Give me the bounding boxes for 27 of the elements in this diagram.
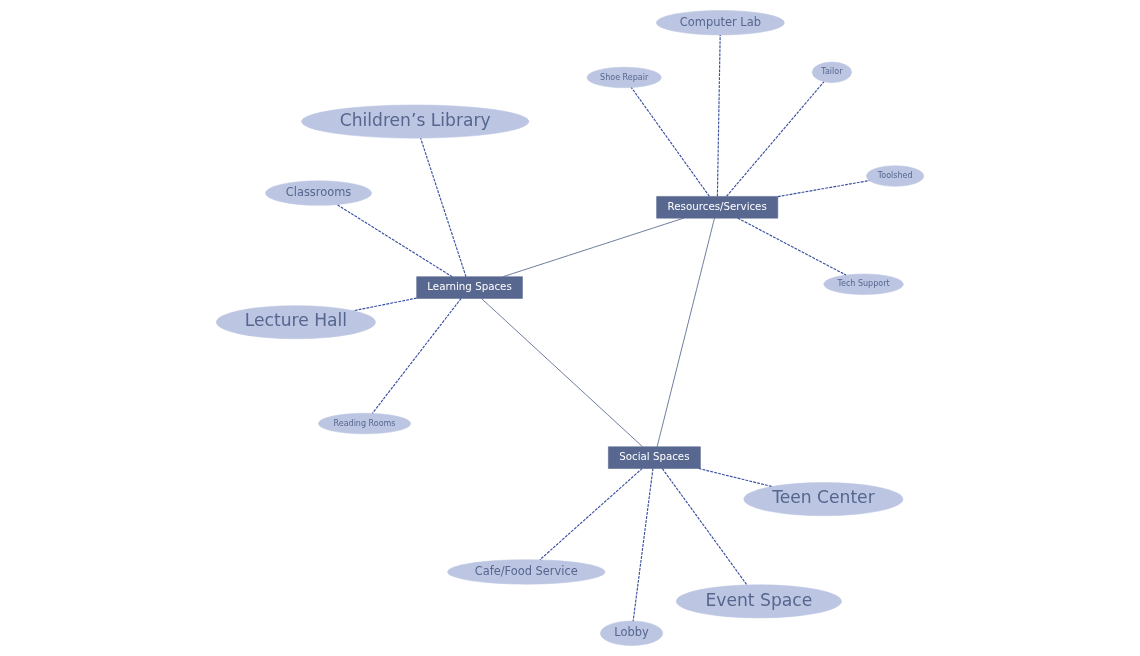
node-ellipse: Computer Lab (656, 10, 785, 36)
node-ellipse: Teen Center (743, 482, 904, 516)
connector (352, 297, 418, 312)
connector (716, 34, 721, 197)
node-ellipse: Lecture Hall (216, 305, 376, 340)
connector (632, 468, 654, 622)
node-ellipse: Event Space (676, 584, 842, 619)
node-ellipse: Classrooms (265, 180, 372, 206)
node-ellipse: Lobby (600, 620, 663, 646)
connector (737, 217, 847, 276)
connector (630, 87, 710, 197)
connector (726, 81, 825, 197)
connector (480, 298, 643, 448)
node-box: Social Spaces (608, 446, 701, 469)
node-ellipse: Children’s Library (301, 104, 530, 139)
connector (420, 137, 467, 278)
connector (539, 468, 643, 561)
node-box: Learning Spaces (416, 276, 523, 299)
connector (336, 203, 453, 278)
connector (502, 217, 685, 278)
node-ellipse: Cafe/Food Service (447, 559, 606, 585)
connector (661, 468, 748, 586)
connector (698, 467, 773, 488)
connector (777, 180, 870, 198)
node-box: Resources/Services (656, 196, 779, 219)
connector (371, 297, 462, 414)
connector (656, 217, 715, 448)
